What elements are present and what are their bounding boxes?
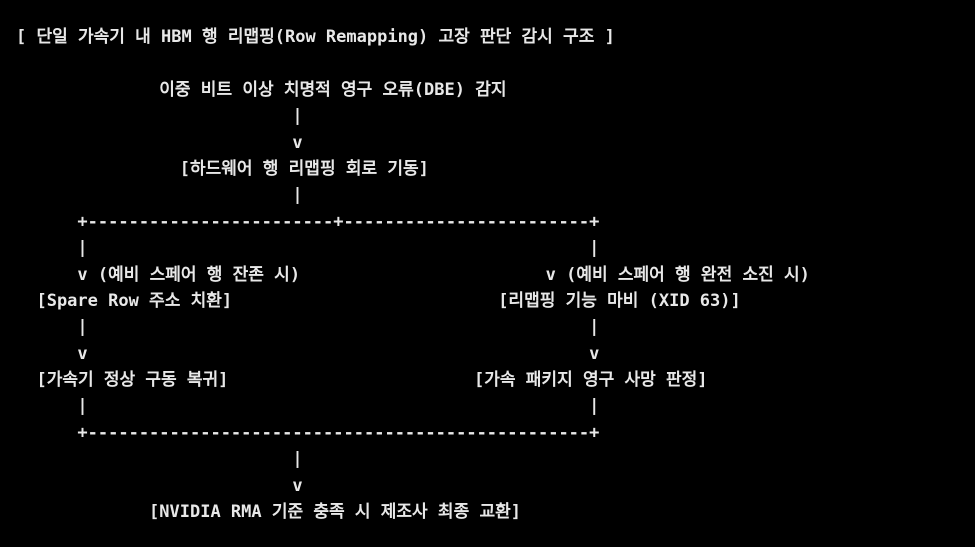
- branch-nodes-first: [Spare Row 주소 치환] [리맵핑 기능 마비 (XID 63)]: [16, 290, 741, 311]
- branch-conditions: v (예비 스페어 행 잔존 시) v (예비 스페어 행 완전 소진 시): [16, 264, 810, 285]
- diagram-title: [ 단일 가속기 내 HBM 행 리맵핑(Row Remapping) 고장 판…: [16, 27, 615, 47]
- connector-line: |: [16, 449, 303, 470]
- node-rma-replacement: [NVIDIA RMA 기준 충족 시 제조사 최종 교환]: [16, 502, 521, 523]
- branch-arrow-heads: v v: [16, 343, 600, 364]
- branch-split-line: +------------------------+--------------…: [16, 211, 600, 232]
- branch-merge-line: +---------------------------------------…: [16, 422, 600, 443]
- node-remap-circuit: [하드웨어 행 리맵핑 회로 기동]: [16, 158, 429, 179]
- blank-line: [16, 50, 810, 76]
- arrow-head: v: [16, 475, 303, 496]
- branch-connectors: | |: [16, 317, 600, 338]
- branch-nodes-second: [가속기 정상 구동 복귀] [가속 패키지 영구 사망 판정]: [16, 370, 708, 391]
- branch-connectors: | |: [16, 238, 600, 259]
- connector-line: |: [16, 185, 303, 206]
- branch-connectors: | |: [16, 396, 600, 417]
- connector-line: |: [16, 106, 303, 127]
- node-dbe-detection: 이중 비트 이상 치명적 영구 오류(DBE) 감지: [16, 79, 507, 100]
- ascii-flow-diagram: [ 단일 가속기 내 HBM 행 리맵핑(Row Remapping) 고장 판…: [16, 24, 810, 525]
- arrow-head: v: [16, 132, 303, 153]
